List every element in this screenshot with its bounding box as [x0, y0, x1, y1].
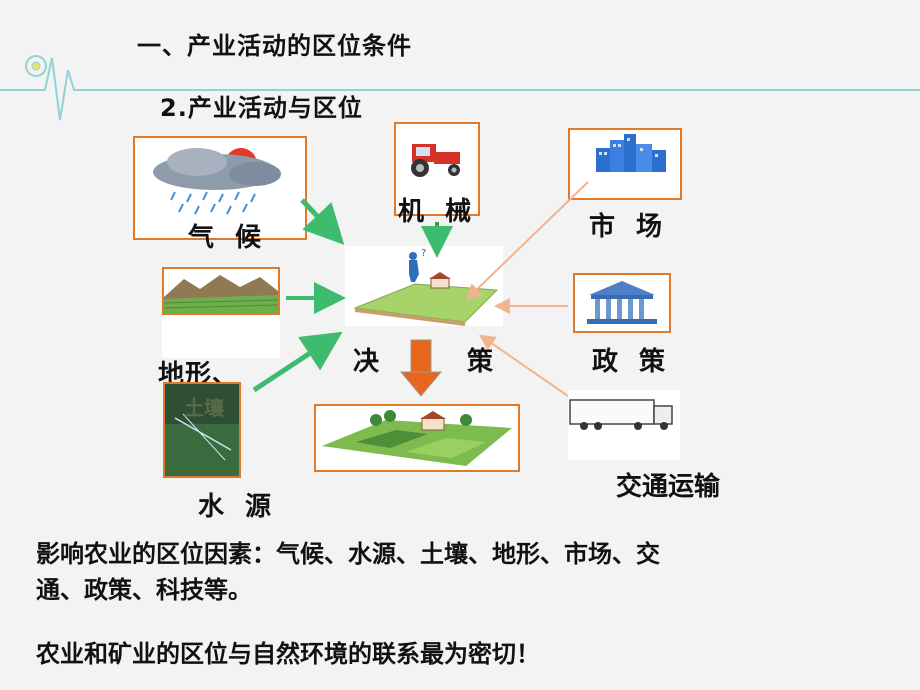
water-box: [163, 382, 241, 478]
terrain-box-blank: [162, 315, 280, 358]
transport-label: 交通运输: [616, 472, 721, 502]
summary-line-2: 通、政策、科技等。: [36, 576, 252, 604]
page-subtitle: 2.产业活动与区位: [160, 94, 363, 122]
arrow-decision-down: [399, 339, 443, 397]
conclusion-text: 农业和矿业的区位与自然环境的联系最为密切！: [36, 640, 540, 668]
developed-farm-icon: [322, 410, 512, 466]
machinery-box: [394, 122, 480, 216]
market-box: [568, 128, 682, 200]
cloud-rain-icon: [153, 148, 281, 215]
policy-label: 政 策: [592, 347, 672, 377]
arrow-water: [252, 331, 343, 393]
decision-label-right: 策: [467, 347, 500, 377]
page-title: 一、产业活动的区位条件: [137, 32, 412, 60]
transport-box: [568, 390, 680, 460]
farmland-farmer-icon: ?: [353, 248, 499, 326]
result-farm-box: [314, 404, 520, 472]
terrain-fields-icon: [164, 275, 278, 313]
ecg-line-decoration: [0, 55, 920, 121]
tractor-icon: [411, 144, 460, 177]
market-label: 市 场: [589, 212, 669, 242]
arrow-climate: [300, 198, 345, 245]
city-buildings-icon: [596, 134, 666, 172]
climate-label: 气 候: [188, 223, 268, 253]
policy-box: [573, 273, 671, 333]
government-building-icon: [587, 281, 657, 324]
arrow-market: [465, 181, 589, 301]
irrigation-field-icon: [165, 384, 239, 476]
arrow-transport: [479, 334, 569, 397]
summary-line-1: 影响农业的区位因素：气候、水源、土壤、地形、市场、交: [36, 540, 660, 568]
truck-icon: [569, 399, 673, 430]
water-label: 水 源: [198, 492, 278, 522]
decision-label-left: 决: [353, 347, 386, 377]
machinery-label: 机 械: [398, 197, 478, 227]
climate-box: [133, 136, 307, 240]
summary-paragraph: 影响农业的区位因素：气候、水源、土壤、地形、市场、交 通、政策、科技等。: [36, 536, 896, 608]
terrain-box: [162, 267, 280, 315]
soil-label: 土壤: [184, 396, 224, 420]
